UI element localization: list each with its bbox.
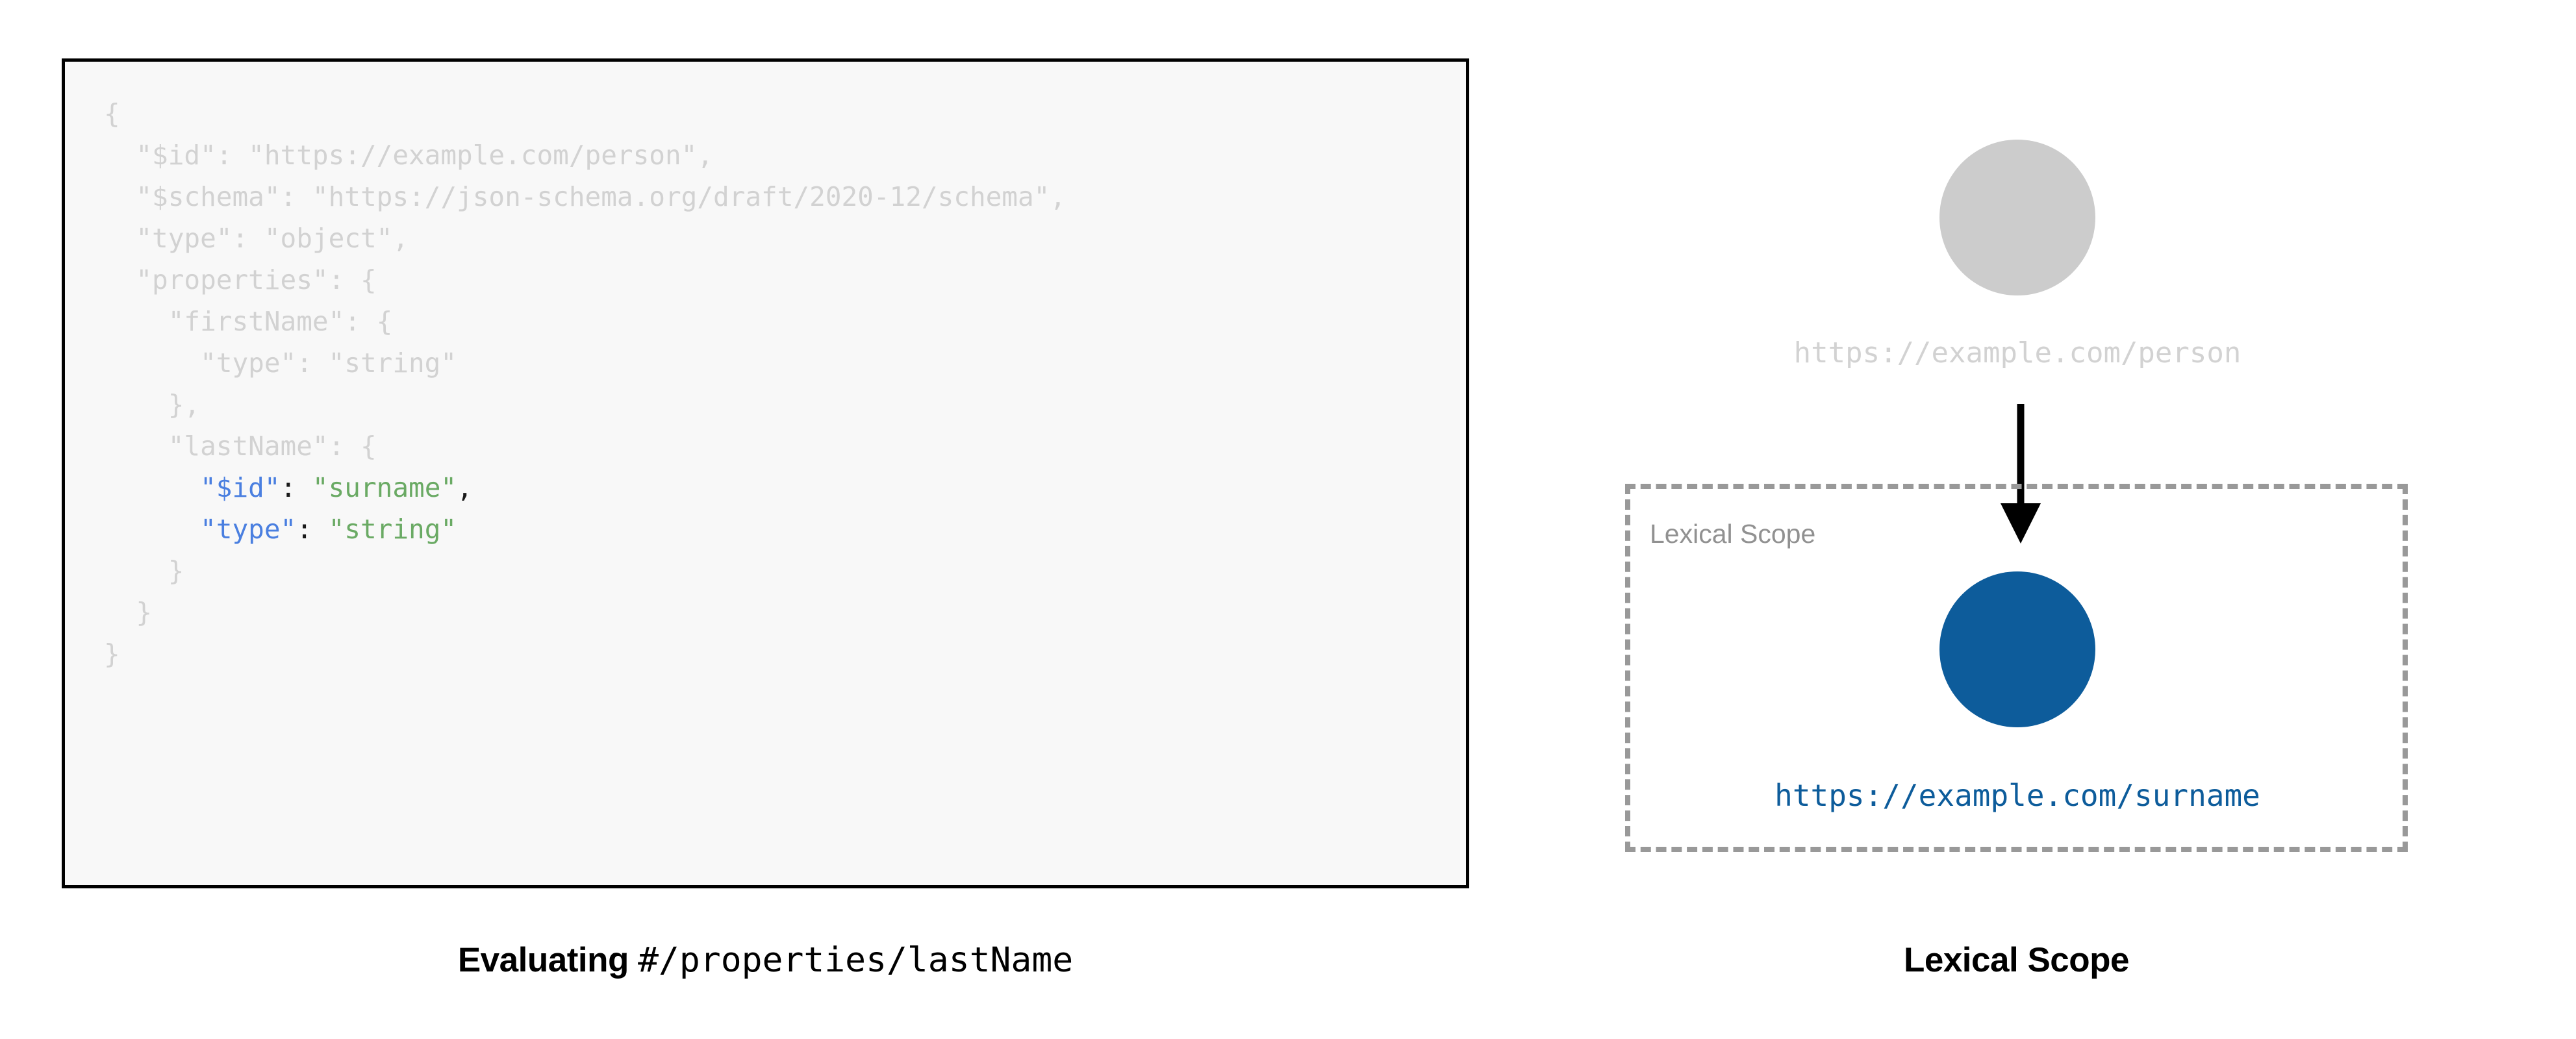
code-token: { — [104, 98, 120, 129]
code-line: } — [104, 592, 1066, 633]
code-token: : — [296, 514, 312, 545]
code-token: : — [280, 472, 297, 503]
parent-node-label: https://example.com/person — [1793, 336, 2241, 369]
code-line: "lastName": { — [104, 425, 1066, 467]
code-line: "properties": { — [104, 259, 1066, 301]
code-line: { — [104, 93, 1066, 134]
code-token: } — [104, 555, 184, 586]
code-line: "$id": "https://example.com/person", — [104, 134, 1066, 176]
json-schema-code-block: { "$id": "https://example.com/person", "… — [62, 58, 1469, 888]
code-token: "string" — [328, 514, 457, 545]
code-token — [104, 514, 200, 545]
code-line: } — [104, 633, 1066, 675]
code-token: "type": "object", — [104, 223, 409, 254]
caption-pointer-label: #/properties/lastName — [638, 940, 1074, 980]
code-lines-container: { "$id": "https://example.com/person", "… — [104, 93, 1066, 675]
code-token: "$id": "https://example.com/person", — [104, 140, 713, 171]
code-panel: { "$id": "https://example.com/person", "… — [62, 58, 1469, 980]
code-token — [312, 514, 329, 545]
parent-node-circle — [1939, 140, 2095, 295]
code-token: "type": "string" — [104, 347, 457, 379]
code-token: "firstName": { — [104, 306, 393, 337]
code-line: }, — [104, 384, 1066, 425]
code-token: , — [457, 472, 473, 503]
code-token: "type" — [200, 514, 297, 545]
code-line: "type": "string" — [104, 508, 1066, 550]
code-line: } — [104, 550, 1066, 592]
code-token: "lastName": { — [104, 431, 377, 462]
code-line: "$id": "surname", — [104, 467, 1066, 508]
lexical-scope-diagram-panel: https://example.com/person Lexical Scope… — [1559, 0, 2576, 1039]
code-token — [296, 472, 312, 503]
code-token: } — [104, 597, 153, 628]
code-line: "type": "object", — [104, 218, 1066, 259]
code-panel-caption: Evaluating #/properties/lastName — [62, 940, 1469, 980]
code-token: }, — [104, 389, 201, 420]
child-node-label: https://example.com/surname — [1774, 778, 2260, 813]
code-token — [104, 472, 200, 503]
caption-bold-label: Evaluating — [457, 941, 629, 979]
diagram-panel-caption: Lexical Scope — [1903, 941, 2130, 979]
code-token: "$id" — [200, 472, 281, 503]
lexical-scope-box-label: Lexical Scope — [1650, 519, 1816, 549]
child-node-circle — [1939, 571, 2095, 727]
code-token: "properties": { — [104, 264, 377, 295]
code-line: "type": "string" — [104, 342, 1066, 384]
code-token: "surname" — [312, 472, 457, 503]
code-line: "$schema": "https://json-schema.org/draf… — [104, 176, 1066, 218]
code-line: "firstName": { — [104, 301, 1066, 342]
code-token: "$schema": "https://json-schema.org/draf… — [104, 181, 1067, 212]
lexical-scope-boundary: Lexical Scope — [1625, 484, 2408, 852]
code-token: } — [104, 638, 120, 670]
